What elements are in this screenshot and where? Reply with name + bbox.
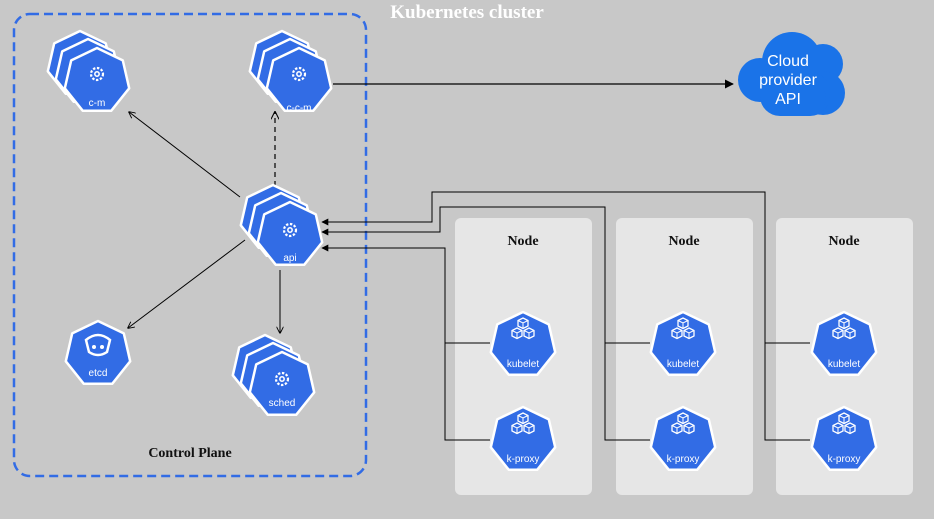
node3-kubelet: kubelet: [810, 310, 878, 376]
node3-kproxy: k-proxy: [810, 405, 878, 471]
node1-kubelet: kubelet: [489, 310, 557, 376]
node-2-title: Node: [668, 234, 700, 249]
cloud-line-3: API: [775, 91, 801, 108]
etcd-component: etcd: [64, 319, 132, 385]
api-to-cm-arrow: [129, 112, 241, 198]
node3-to-api-line: [321, 191, 810, 441]
control-plane-boundary: [12, 12, 368, 478]
kubelet-label: kubelet: [667, 359, 699, 370]
node1-kproxy: k-proxy: [489, 405, 557, 471]
api-to-etcd-arrow: [128, 239, 246, 328]
kproxy-label: k-proxy: [828, 454, 861, 465]
node2-kproxy: k-proxy: [649, 405, 717, 471]
etcd-icon: [84, 333, 112, 357]
kubelet-label: kubelet: [828, 359, 860, 370]
cloud-provider-label: Cloud provider API: [742, 52, 834, 109]
node-3-title: Node: [828, 234, 860, 249]
ccm-component: c-c-m: [248, 29, 333, 114]
node2-kubelet: kubelet: [649, 310, 717, 376]
node-1-title: Node: [507, 234, 539, 249]
kproxy-label: k-proxy: [507, 454, 540, 465]
cm-component: c-m: [46, 29, 131, 112]
sched-label: sched: [269, 398, 296, 409]
kproxy-label: k-proxy: [667, 454, 700, 465]
control-plane-label: Control Plane: [148, 446, 232, 461]
api-label: api: [283, 253, 296, 264]
cloud-icon: [738, 32, 845, 116]
cm-label: c-m: [89, 98, 106, 109]
cloud-line-2: provider: [759, 72, 817, 89]
ccm-label: c-c-m: [287, 103, 312, 114]
sched-component: sched: [231, 333, 316, 416]
api-component: api: [239, 183, 324, 266]
kubelet-label: kubelet: [507, 359, 539, 370]
etcd-label: etcd: [89, 368, 108, 379]
cloud-line-1: Cloud: [767, 53, 809, 70]
node2-to-api-line: [321, 206, 650, 441]
node1-to-api-line: [321, 244, 490, 441]
cluster-title: Kubernetes cluster: [390, 2, 544, 23]
